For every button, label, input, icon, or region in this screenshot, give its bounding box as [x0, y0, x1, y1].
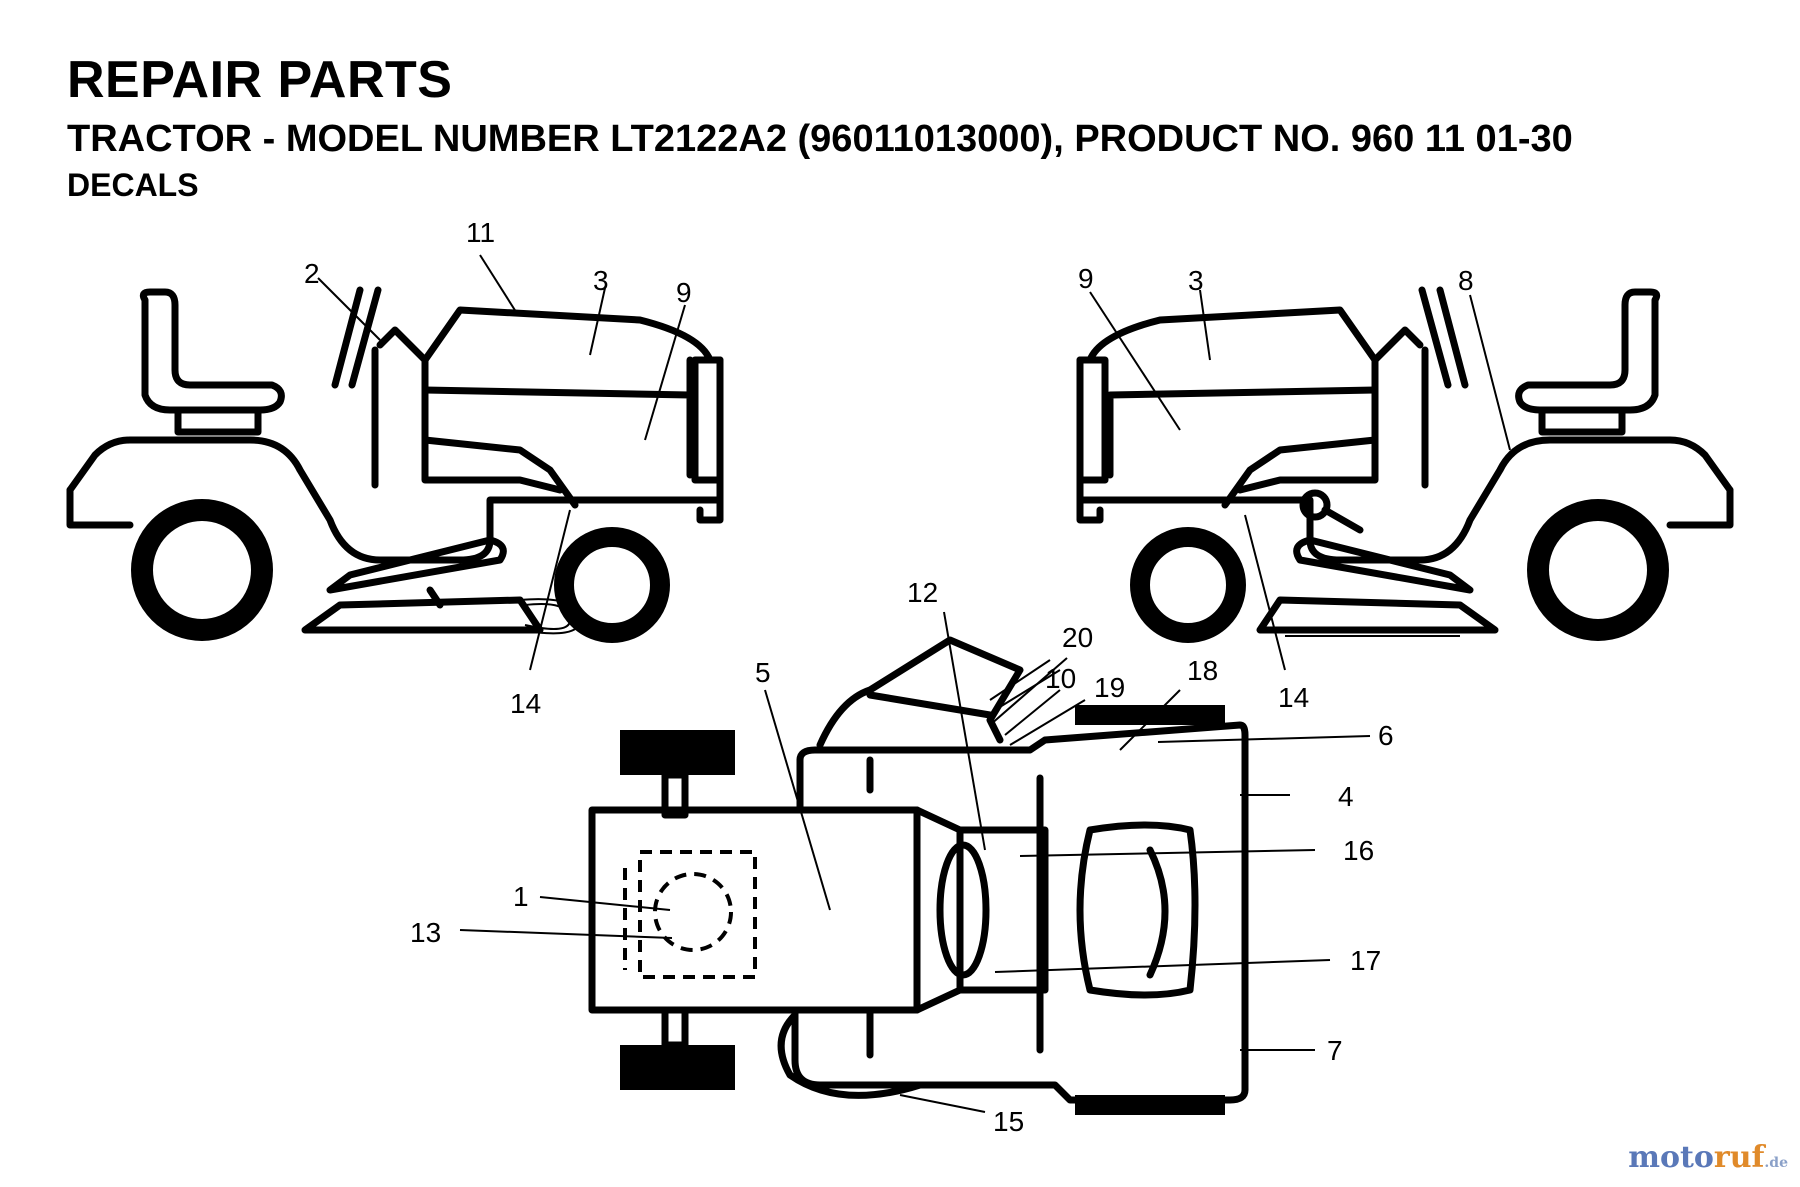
rear-wheel-right	[1527, 499, 1669, 641]
leader-lines	[317, 254, 1511, 1113]
callout-19: 19	[1094, 672, 1125, 703]
steering-top	[816, 636, 1024, 749]
rear-wheel-left	[131, 499, 273, 641]
callout-3-right: 3	[1188, 265, 1204, 296]
decal-panel	[638, 850, 757, 979]
seat-base	[174, 406, 262, 436]
callout-labels: 11 2 3 9 14 9 3 8 14 12 20 10 19 18 5 6 …	[304, 217, 1474, 1137]
grille-right	[1076, 356, 1109, 484]
callout-4: 4	[1338, 781, 1354, 812]
callout-5: 5	[755, 657, 771, 688]
front-left-tire	[620, 730, 735, 775]
callout-15: 15	[993, 1106, 1024, 1137]
steering-column	[376, 326, 429, 364]
body-outline	[791, 721, 1249, 1104]
key-icon	[1299, 489, 1331, 521]
callout-9-left: 9	[676, 277, 692, 308]
callout-20: 20	[1062, 622, 1093, 653]
callout-12: 12	[907, 577, 938, 608]
seat-top	[1076, 821, 1199, 999]
hood-top	[588, 806, 921, 1014]
tractor-left-view	[66, 286, 724, 643]
mower-deck-right	[1256, 596, 1499, 634]
callout-16: 16	[1343, 835, 1374, 866]
callout-14-left: 14	[510, 688, 541, 719]
steering-column-right	[1371, 326, 1424, 364]
front-right-tire	[620, 1045, 735, 1090]
steering-wheel-left	[331, 286, 364, 389]
decal-circle	[653, 872, 733, 952]
footrest-right	[1293, 536, 1474, 594]
callout-18: 18	[1187, 655, 1218, 686]
page-title: REPAIR PARTS	[67, 51, 453, 109]
front-wheel-right	[1130, 527, 1246, 643]
callout-13: 13	[410, 917, 441, 948]
callout-6: 6	[1378, 720, 1394, 751]
section-label: DECALS	[67, 167, 199, 203]
callout-1: 1	[513, 881, 529, 912]
callout-17: 17	[1350, 945, 1381, 976]
hood-right	[1076, 306, 1379, 509]
tractor-right-view	[1076, 286, 1734, 643]
callout-2: 2	[304, 258, 320, 289]
callout-11: 11	[466, 217, 495, 248]
front-wheel-left	[554, 527, 670, 643]
rear-fender-right	[1076, 436, 1734, 564]
rear-fender	[66, 436, 724, 564]
tractor-top-view	[588, 636, 1249, 1115]
callout-14-right: 14	[1278, 682, 1309, 713]
callout-10: 10	[1045, 663, 1076, 694]
dash-ellipse	[936, 841, 990, 979]
watermark-logo: motoruf.de	[1628, 1140, 1788, 1175]
callout-3-left: 3	[593, 265, 609, 296]
rear-top-tire	[1075, 705, 1225, 725]
seat-base-right	[1538, 406, 1626, 436]
callout-9-right: 9	[1078, 263, 1094, 294]
callout-7: 7	[1327, 1035, 1343, 1066]
callout-8: 8	[1458, 265, 1474, 296]
seat-back-right	[1515, 288, 1661, 414]
grille	[691, 356, 724, 484]
model-subtitle: TRACTOR - MODEL NUMBER LT2122A2 (9601101…	[67, 118, 1573, 160]
mower-deck	[301, 596, 544, 634]
footrest	[326, 536, 507, 594]
seat-back	[139, 288, 285, 414]
